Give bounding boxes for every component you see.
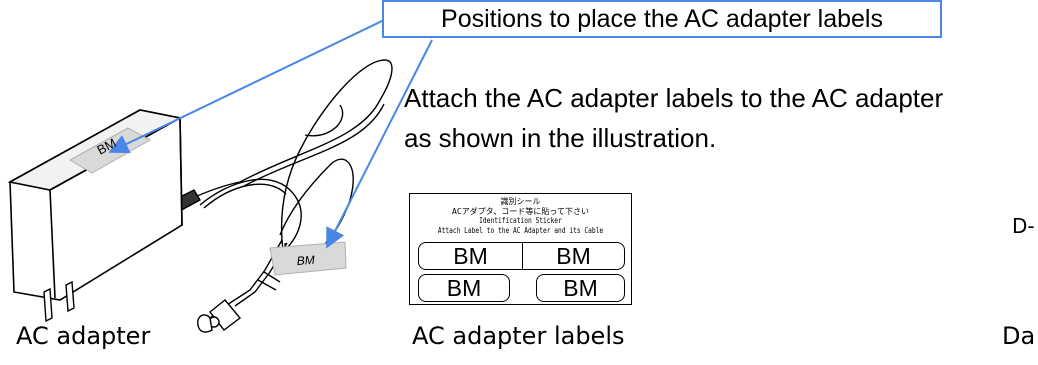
adapter-body xyxy=(7,109,183,301)
adapter-prongs xyxy=(43,280,75,323)
sheet-label-4: BM xyxy=(536,274,625,302)
sheet-subtitle-en: Attach Label to the AC Adapter and its C… xyxy=(437,225,604,235)
instruction-line-1: Attach the AC adapter labels to the AC a… xyxy=(404,83,944,113)
instructions: Attach the AC adapter labels to the AC a… xyxy=(404,78,1038,158)
cord-tag-label xyxy=(269,241,347,276)
caption-ac-adapter: AC adapter xyxy=(16,322,151,350)
side-text-bottom: Da xyxy=(1002,322,1036,350)
sheet-title-jp: 識別シール xyxy=(500,197,541,206)
sheet-label-3: BM xyxy=(418,274,510,302)
caption-ac-adapter-labels: AC adapter labels xyxy=(412,322,625,350)
label-sheet: 識別シール ACアダプタ、コード等に貼って下さい Identification … xyxy=(409,193,632,305)
cord-plug xyxy=(197,299,242,333)
sheet-label-2: BM xyxy=(522,242,625,270)
sheet-label-1: BM xyxy=(418,242,522,270)
label-sheet-header: 識別シール ACアダプタ、コード等に貼って下さい Identification … xyxy=(410,194,631,235)
sheet-subtitle-jp: ACアダプタ、コード等に貼って下さい xyxy=(452,206,589,216)
callout-text: Positions to place the AC adapter labels xyxy=(441,4,883,33)
sheet-title-en: Identification Sticker xyxy=(479,216,562,225)
positions-callout: Positions to place the AC adapter labels xyxy=(382,0,942,38)
instruction-line-2: as shown in the illustration. xyxy=(404,123,717,153)
callout-arrows xyxy=(108,19,433,249)
side-text-top: D- xyxy=(1012,214,1035,238)
cord-tag-label-text: BM xyxy=(296,253,315,268)
